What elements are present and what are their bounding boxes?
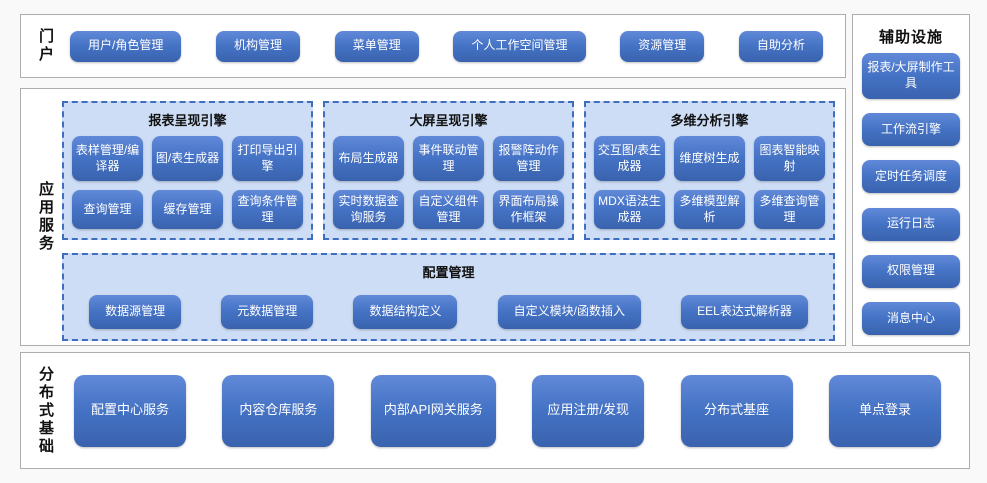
foundation-box-config-center: 配置中心服务 (74, 374, 186, 447)
engine-title-bigscreen: 大屏呈现引擎 (409, 113, 488, 128)
aux-button-column: 报表/大屏制作工具 工作流引擎 定时任务调度 运行日志 权限管理 消息中心 (862, 53, 960, 335)
app-services-label: 应用服务 (37, 181, 54, 253)
engine-box: 图表智能映射 (754, 136, 825, 181)
engine-box: MDX语法生成器 (594, 190, 665, 229)
portal-box-resource-mgmt: 资源管理 (620, 30, 705, 62)
engine-box: 打印导出引擎 (232, 136, 303, 181)
config-mgmt-title: 配置管理 (422, 265, 475, 280)
engine-box: 界面布局操作框架 (493, 190, 564, 229)
engine-title-olap: 多维分析引擎 (670, 113, 749, 128)
distributed-foundation-section: 分布式基础 配置中心服务 内容仓库服务 内部API网关服务 应用注册/发现 分布… (20, 352, 970, 469)
engines-row: 报表呈现引擎 表样管理/编译器 图/表生成器 打印导出引擎 查询管理 缓存管理 … (62, 101, 835, 240)
portal-label: 门户 (37, 28, 54, 64)
engine-grid-report: 表样管理/编译器 图/表生成器 打印导出引擎 查询管理 缓存管理 查询条件管理 (72, 136, 303, 229)
foundation-box-distributed-base: 分布式基座 (680, 374, 793, 447)
aux-box-task-scheduler: 定时任务调度 (862, 160, 960, 194)
engine-box: 表样管理/编译器 (72, 136, 143, 181)
portal-section: 门户 用户/角色管理 机构管理 菜单管理 个人工作空间管理 资源管理 自助分析 (20, 14, 846, 78)
foundation-box-app-registry: 应用注册/发现 (532, 374, 645, 447)
app-services-content: 报表呈现引擎 表样管理/编译器 图/表生成器 打印导出引擎 查询管理 缓存管理 … (62, 89, 845, 345)
aux-box-message-center: 消息中心 (862, 301, 960, 335)
portal-box-user-role-mgmt: 用户/角色管理 (70, 30, 182, 62)
aux-box-report-tool: 报表/大屏制作工具 (862, 53, 960, 99)
engine-box: 查询条件管理 (232, 190, 303, 229)
config-box-metadata: 元数据管理 (221, 295, 314, 329)
aux-facilities-title: 辅助设施 (878, 29, 943, 46)
engine-grid-olap: 交互图/表生成器 维度树生成 图表智能映射 MDX语法生成器 多维模型解析 多维… (594, 136, 825, 229)
aux-facilities-section: 辅助设施 报表/大屏制作工具 工作流引擎 定时任务调度 运行日志 权限管理 消息… (852, 14, 970, 346)
portal-box-menu-mgmt: 菜单管理 (334, 30, 419, 62)
aux-box-run-log: 运行日志 (862, 207, 960, 241)
config-button-row: 数据源管理 元数据管理 数据结构定义 自定义模块/函数插入 EEL表达式解析器 (76, 295, 821, 329)
engine-box: 交互图/表生成器 (594, 136, 665, 181)
engine-grid-bigscreen: 布局生成器 事件联动管理 报警阵动作管理 实时数据查询服务 自定义组件管理 界面… (333, 136, 564, 229)
portal-box-self-analysis: 自助分析 (738, 30, 823, 62)
portal-box-org-mgmt: 机构管理 (216, 30, 301, 62)
foundation-box-content-repo: 内容仓库服务 (222, 374, 335, 447)
config-mgmt-panel: 配置管理 数据源管理 元数据管理 数据结构定义 自定义模块/函数插入 EEL表达… (62, 253, 835, 341)
engine-box: 维度树生成 (674, 136, 745, 181)
engine-box: 图/表生成器 (152, 136, 223, 181)
app-services-section: 应用服务 报表呈现引擎 表样管理/编译器 图/表生成器 打印导出引擎 查询管理 … (20, 88, 846, 346)
engine-panel-olap: 多维分析引擎 交互图/表生成器 维度树生成 图表智能映射 MDX语法生成器 多维… (584, 101, 835, 240)
config-box-datasource: 数据源管理 (89, 295, 182, 329)
engine-panel-report: 报表呈现引擎 表样管理/编译器 图/表生成器 打印导出引擎 查询管理 缓存管理 … (62, 101, 313, 240)
engine-box: 报警阵动作管理 (493, 136, 564, 181)
engine-box: 事件联动管理 (413, 136, 484, 181)
portal-button-row: 用户/角色管理 机构管理 菜单管理 个人工作空间管理 资源管理 自助分析 (62, 30, 845, 62)
engine-box: 布局生成器 (333, 136, 404, 181)
engine-box: 多维查询管理 (754, 190, 825, 229)
engine-title-report: 报表呈现引擎 (148, 113, 227, 128)
engine-box: 实时数据查询服务 (333, 190, 404, 229)
config-box-datastructure: 数据结构定义 (353, 295, 458, 329)
engine-box: 多维模型解析 (674, 190, 745, 229)
engine-box: 自定义组件管理 (413, 190, 484, 229)
engine-box: 查询管理 (72, 190, 143, 229)
distributed-foundation-label: 分布式基础 (37, 365, 54, 456)
portal-box-workspace-mgmt: 个人工作空间管理 (453, 30, 586, 62)
aux-box-workflow-engine: 工作流引擎 (862, 113, 960, 147)
aux-box-permission-mgmt: 权限管理 (862, 254, 960, 288)
config-box-custom-module: 自定义模块/函数插入 (497, 295, 641, 329)
config-box-eel-parser: EEL表达式解析器 (681, 295, 808, 329)
foundation-box-sso: 单点登录 (829, 374, 941, 447)
engine-box: 缓存管理 (152, 190, 223, 229)
foundation-button-row: 配置中心服务 内容仓库服务 内部API网关服务 应用注册/发现 分布式基座 单点… (62, 374, 969, 447)
engine-panel-bigscreen: 大屏呈现引擎 布局生成器 事件联动管理 报警阵动作管理 实时数据查询服务 自定义… (323, 101, 574, 240)
foundation-box-api-gateway: 内部API网关服务 (370, 374, 496, 447)
